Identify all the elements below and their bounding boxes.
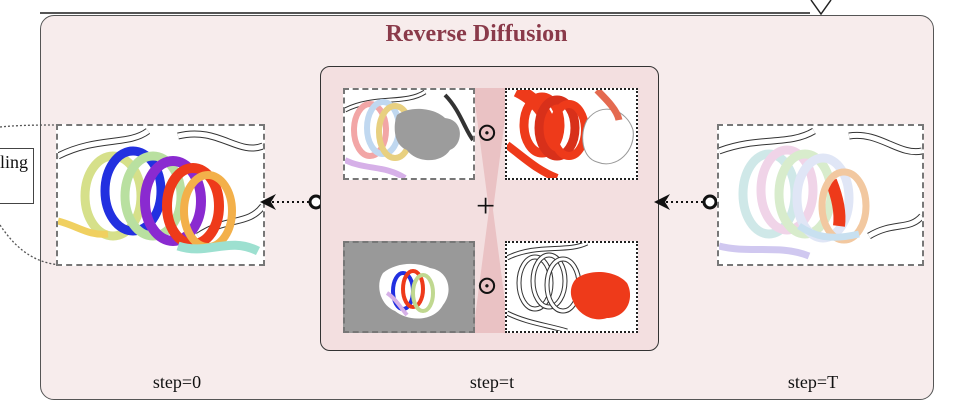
diagram-title: Reverse Diffusion [385,21,568,47]
top-connector-line [40,12,810,14]
down-arrow-icon [810,0,832,16]
step-0-protein-panel [56,124,265,266]
step-0-label: step=0 [152,372,202,392]
arrow-to-step-0 [260,194,324,210]
hadamard-top-icon: ⊙ [476,118,498,147]
hadamard-bottom-icon: ⊙ [476,271,498,300]
masked-noisy-panel [343,88,475,180]
generated-region-panel [505,88,638,180]
left-cropped-box [0,148,34,204]
zoom-guide-lines [0,124,61,266]
context-region-panel [343,241,475,333]
plus-icon: + [476,188,496,225]
center-hourglass-shape [473,88,509,333]
left-cropped-label: ling [0,152,29,172]
arrow-from-step-T [654,194,718,210]
mask-region-panel [505,241,638,333]
step-T-protein-panel [717,124,924,266]
step-t-label: step=t [469,372,515,392]
step-T-label: step=T [787,372,839,392]
